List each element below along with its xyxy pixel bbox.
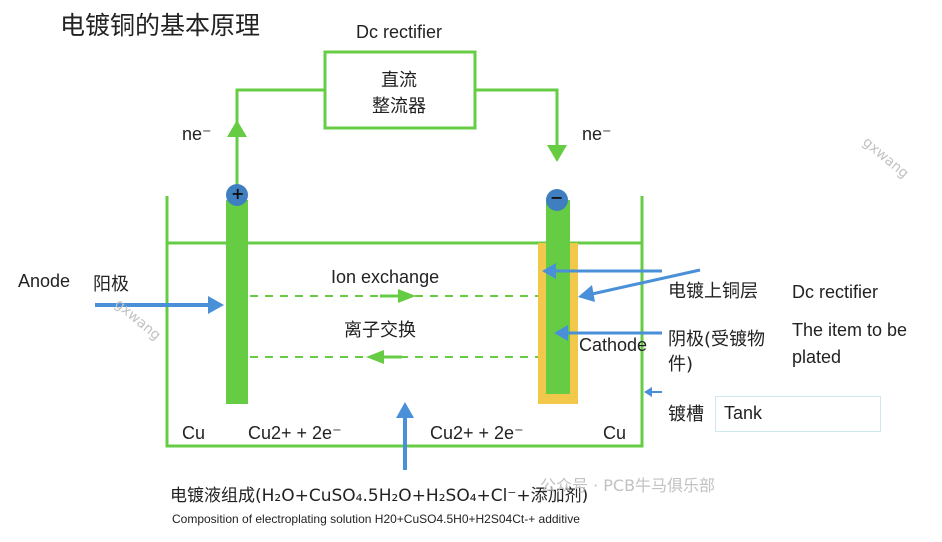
tank-pointer-head — [644, 387, 652, 397]
right-electron-label: ne⁻ — [582, 124, 612, 144]
cathode-pointer-head — [554, 325, 568, 341]
cathode-chinese-line1: 阴极(受镀物 — [668, 329, 766, 350]
watermark-center: 公众号 · PCB牛马俱乐部 — [540, 476, 716, 495]
ion-exchange-english: Ion exchange — [331, 267, 440, 287]
page-title: 电镀铜的基本原理 — [60, 11, 261, 40]
solution-chinese: 电镀液组成(H₂O+CuSO₄.5H₂O+H₂SO₄+Cl⁻+添加剂) — [170, 486, 589, 506]
right-wire — [475, 88, 559, 155]
reaction-cu-right: Cu — [603, 423, 627, 443]
reaction-cu-left: Cu — [182, 423, 206, 443]
cathode-chinese-line2: 件) — [668, 354, 694, 375]
anode-pointer-head — [208, 296, 224, 314]
solution-pointer-head — [396, 402, 414, 418]
cathode-minus-sign: − — [550, 188, 564, 207]
cathode-english-label: Cathode — [579, 335, 648, 355]
layer-pointer-2-head — [578, 285, 595, 302]
layer-pointer-1-head — [542, 263, 556, 279]
copper-layer-english: Dc rectifier — [792, 282, 879, 302]
solution-english: Composition of electroplating solution H… — [172, 512, 580, 526]
reaction-mid-left: Cu2+ + 2e⁻ — [248, 423, 342, 443]
left-wire — [235, 88, 325, 185]
tank-english-label: Tank — [715, 396, 881, 432]
plated-item-line2: plated — [792, 347, 842, 367]
left-electron-label: ne⁻ — [182, 124, 212, 144]
rectifier-box-line1: 直流 — [381, 70, 417, 91]
rectifier-box-line2: 整流器 — [372, 96, 426, 117]
anode-terminal — [226, 184, 248, 206]
cathode-terminal — [546, 189, 568, 211]
tank-chinese-label: 镀槽 — [668, 404, 704, 425]
reaction-mid-right: Cu2+ + 2e⁻ — [430, 423, 524, 443]
layer-pointer-2-shaft — [591, 268, 701, 296]
anode-chinese-label: 阳极 — [93, 274, 129, 295]
anode-english-label: Anode — [18, 271, 71, 291]
anode-plate — [226, 200, 248, 404]
left-electron-arrow — [227, 120, 247, 137]
ion-arrow-right — [398, 289, 416, 303]
plated-item-line1: The item to be — [792, 320, 908, 340]
anode-plus-sign: + — [231, 184, 245, 203]
ion-exchange-chinese: 离子交换 — [344, 320, 416, 341]
rectifier-english-label: Dc rectifier — [356, 22, 443, 42]
right-electron-arrow — [547, 145, 567, 162]
cathode-plate — [546, 200, 570, 394]
copper-layer-label: 电镀上铜层 — [668, 281, 758, 302]
ion-arrow-left — [366, 350, 384, 364]
